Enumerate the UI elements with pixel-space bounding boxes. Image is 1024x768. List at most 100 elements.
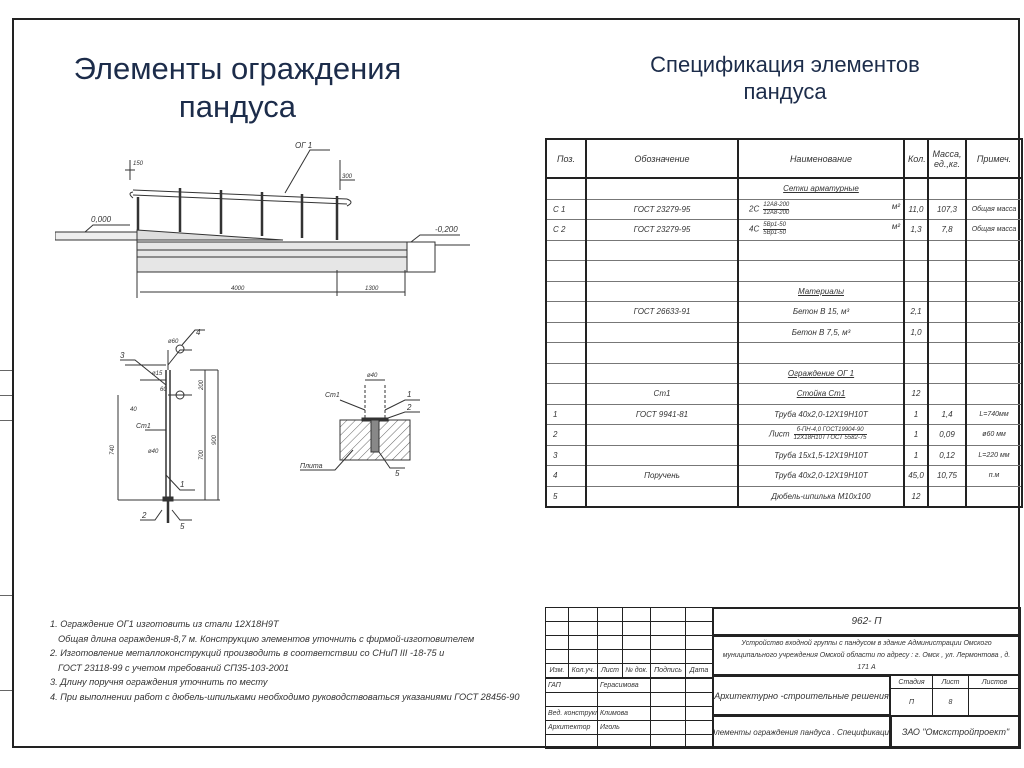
- fraction-denominator: 5Вр1-50: [763, 230, 786, 237]
- spec-cell-name: Материалы: [737, 281, 905, 302]
- spec-cell-pos: 4: [545, 465, 587, 487]
- spec-section-title: Сетки арматурные: [783, 184, 859, 194]
- spec-cell-mass: [927, 322, 967, 343]
- spec-cell-mass: [927, 178, 967, 200]
- spec-cell-qty: 45,0: [903, 465, 929, 487]
- detail-st1: Ст1: [325, 392, 340, 399]
- spec-cell-note: [965, 281, 1023, 302]
- spec-name: Дюбель-шпилька М10х100: [771, 491, 871, 501]
- spec-cell-qty: [903, 281, 929, 302]
- spec-cell-designation: [585, 281, 739, 302]
- dim-1300: 1300: [365, 286, 379, 292]
- revision-cell: [597, 607, 623, 623]
- spec-cell-name: [737, 240, 905, 261]
- date-cell: [685, 733, 713, 749]
- spec-section-row: Ограждение ОГ 1: [545, 363, 1023, 384]
- date-cell: [685, 705, 713, 721]
- dim-d40: ø40: [148, 449, 159, 455]
- spec-cell-note: [965, 240, 1023, 261]
- spec-cell-note: L=740мм: [965, 404, 1023, 425]
- spec-unit: м²: [891, 201, 900, 211]
- spec-cell-note: [965, 486, 1023, 508]
- spec-section-row: Материалы: [545, 281, 1023, 302]
- spec-cell-designation: [585, 363, 739, 384]
- signature-name: Герасимова: [597, 677, 651, 693]
- spec-cell-pos: 5: [545, 486, 587, 508]
- spec-cell-name: Труба 15х1,5-12Х19Н10Т: [737, 445, 905, 466]
- spec-cell-note: [965, 301, 1023, 323]
- revision-col-header: Дата: [685, 663, 713, 679]
- spec-cell-name: Ограждение ОГ 1: [737, 363, 905, 384]
- spec-cell-qty: [903, 363, 929, 384]
- revision-col-header: Изм.: [545, 663, 569, 679]
- dim-150: 150: [133, 161, 144, 167]
- spec-cell-pos: [545, 281, 587, 302]
- signature-cell: [650, 677, 686, 693]
- spec-cell-pos: С 2: [545, 219, 587, 241]
- spec-name: Бетон В 7,5, м³: [791, 327, 851, 337]
- revision-cell: [685, 607, 713, 623]
- callout-4: 4: [196, 328, 201, 337]
- spec-cell-pos: [545, 240, 587, 261]
- note-line: ГОСТ 23118-99 с учетом требований СП35-1…: [58, 662, 290, 673]
- fraction-numerator: б-ПН-4,0 ГОСТ19904-90: [793, 427, 867, 436]
- revision-cell: [568, 621, 598, 637]
- spec-cell-designation: [585, 178, 739, 200]
- revision-cell: [597, 635, 623, 651]
- level-top-label: 0,000: [91, 215, 112, 224]
- dim-700: 700: [199, 449, 205, 460]
- post-st1-drawing: 1 2 3 4 5 Ст1 ø60 ø40 ø15 60 40 740 700 …: [110, 328, 220, 530]
- spec-cell-note: Общая масса: [965, 219, 1023, 241]
- spec-cell-name: Бетон В 15, м³: [737, 301, 905, 323]
- revision-cell: [650, 649, 686, 665]
- sheets-value: [968, 688, 1021, 716]
- spec-cell-pos: [545, 301, 587, 323]
- spec-cell-designation: [585, 486, 739, 508]
- spec-cell-mass: [927, 363, 967, 384]
- signature-role: [545, 691, 598, 707]
- spec-cell-qty: 12: [903, 486, 929, 508]
- note-line: 4. При выполнении работ с дюбель-шпилька…: [50, 691, 520, 702]
- level-bottom-label: -0,200: [435, 225, 458, 234]
- revision-cell: [622, 635, 651, 651]
- date-cell: [685, 719, 713, 735]
- spec-cell-qty: 1: [903, 424, 929, 446]
- spec-cell-designation: ГОСТ 23279-95: [585, 199, 739, 220]
- spec-cell-qty: 2,1: [903, 301, 929, 323]
- spec-cell-note: [965, 363, 1023, 384]
- anchor-detail-drawing: ø40 Ст1 1 2 5 Плита: [300, 373, 420, 478]
- spec-cell-designation: [585, 342, 739, 364]
- margin-tick: [0, 595, 12, 596]
- signature-role: Вед. конструктор: [545, 705, 598, 721]
- spec-section-title: Материалы: [798, 286, 844, 296]
- note-line: 3. Длину поручня ограждения уточнить по …: [50, 677, 268, 687]
- spec-row: [545, 342, 1023, 364]
- revision-cell: [568, 607, 598, 623]
- stage-value: П: [890, 688, 933, 716]
- revision-cell: [545, 649, 569, 665]
- spec-header-name: Наименование: [737, 138, 905, 179]
- note-line: 2. Изготовление металлоконструкций произ…: [50, 648, 445, 658]
- fraction-numerator: 5Вр1-50: [763, 222, 786, 231]
- spec-cell-qty: 11,0: [903, 199, 929, 220]
- spec-cell-designation: [585, 445, 739, 466]
- signature-role: ГАП: [545, 677, 598, 693]
- spec-cell-designation: [585, 424, 739, 446]
- spec-header-mass: Масса, ед.,кг.: [927, 138, 967, 179]
- spec-cell-note: [965, 342, 1023, 364]
- spec-cell-pos: [545, 322, 587, 343]
- spec-cell-pos: 1: [545, 404, 587, 425]
- spec-cell-note: Общая масса: [965, 199, 1023, 220]
- sheets-label: Листов: [968, 675, 1021, 689]
- dim-300: 300: [342, 174, 353, 180]
- spec-cell-name: Бетон В 7,5, м³: [737, 322, 905, 343]
- fraction-denominator: 12Х18Н10Т ГОСТ 5582-75: [793, 435, 867, 442]
